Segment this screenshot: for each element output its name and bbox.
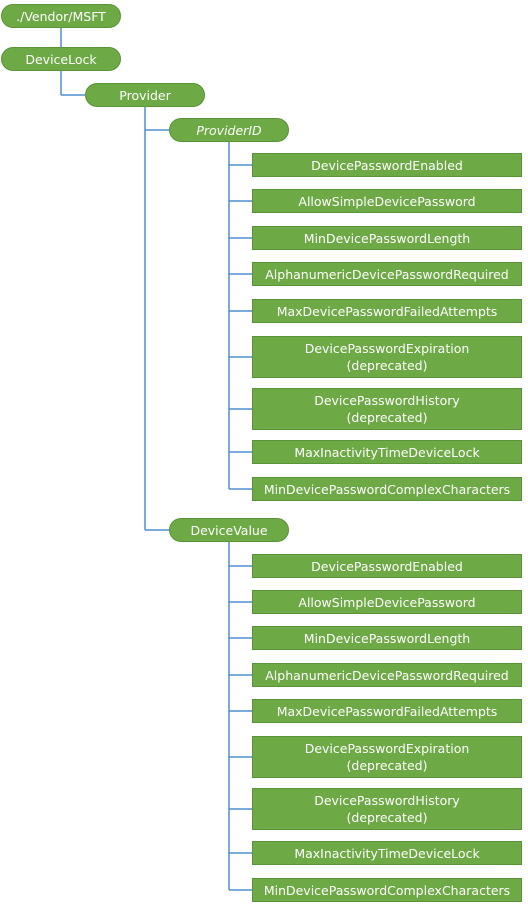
leaf-node: MinDevicePasswordComplexCharacters	[252, 878, 522, 902]
leaf-node: MinDevicePasswordComplexCharacters	[252, 477, 522, 501]
leaf-node: MaxDevicePasswordFailedAttempts	[252, 699, 522, 723]
leaf-node: DevicePasswordHistory (deprecated)	[252, 388, 522, 430]
leaf-node: AlphanumericDevicePasswordRequired	[252, 663, 522, 687]
leaf-node: MinDevicePasswordLength	[252, 626, 522, 650]
leaf-node: DevicePasswordEnabled	[252, 153, 522, 177]
leaf-node: MaxInactivityTimeDeviceLock	[252, 440, 522, 464]
leaf-node: MaxInactivityTimeDeviceLock	[252, 841, 522, 865]
leaf-node: AllowSimpleDevicePassword	[252, 189, 522, 213]
leaf-node: AlphanumericDevicePasswordRequired	[252, 262, 522, 286]
leaf-node: DevicePasswordEnabled	[252, 554, 522, 578]
node-provider-id: ProviderID	[169, 118, 289, 142]
node-device-value: DeviceValue	[169, 518, 289, 542]
leaf-node: DevicePasswordExpiration (deprecated)	[252, 336, 522, 378]
leaf-node: MinDevicePasswordLength	[252, 226, 522, 250]
leaf-node: DevicePasswordHistory (deprecated)	[252, 788, 522, 830]
node-provider: Provider	[85, 83, 205, 107]
node-devicelock: DeviceLock	[1, 47, 121, 71]
leaf-node: MaxDevicePasswordFailedAttempts	[252, 299, 522, 323]
leaf-node: AllowSimpleDevicePassword	[252, 590, 522, 614]
leaf-node: DevicePasswordExpiration (deprecated)	[252, 736, 522, 778]
node-vendor-msft: ./Vendor/MSFT	[1, 4, 121, 28]
